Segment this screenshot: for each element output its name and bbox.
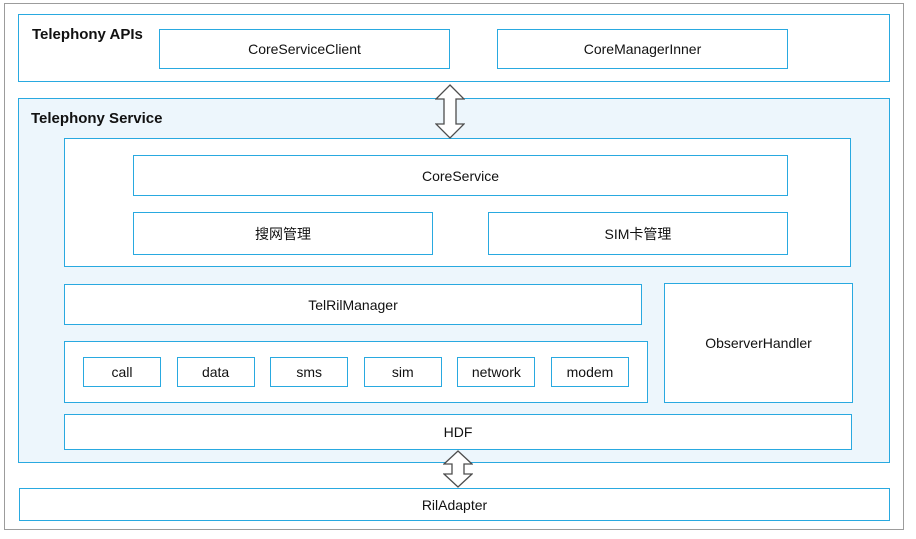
arrow-apis-service <box>435 84 465 139</box>
ril-module-call: call <box>83 357 161 387</box>
double-arrow-icon <box>443 450 473 488</box>
ril-module-sim: sim <box>363 357 442 387</box>
telephony-service-title: Telephony Service <box>31 110 163 127</box>
ril-module-network: network <box>457 357 536 387</box>
ril-module-data: data <box>176 357 255 387</box>
arrow-service-riladapter <box>443 450 473 488</box>
core-service-box: CoreService <box>133 155 788 196</box>
core-service-client-box: CoreServiceClient <box>159 29 450 69</box>
double-arrow-icon <box>435 84 465 139</box>
search-network-box: 搜网管理 <box>133 212 433 255</box>
ril-modules-group: call data sms sim network modem <box>64 341 648 403</box>
sim-card-box: SIM卡管理 <box>488 212 788 255</box>
ril-adapter-box: RilAdapter <box>19 488 890 521</box>
hdf-box: HDF <box>64 414 852 450</box>
core-manager-inner-box: CoreManagerInner <box>497 29 788 69</box>
telephony-apis-title: Telephony APIs <box>32 26 143 43</box>
ril-module-sms: sms <box>270 357 349 387</box>
tel-ril-manager-box: TelRilManager <box>64 284 642 325</box>
observer-handler-box: ObserverHandler <box>664 283 853 403</box>
ril-module-modem: modem <box>550 357 629 387</box>
